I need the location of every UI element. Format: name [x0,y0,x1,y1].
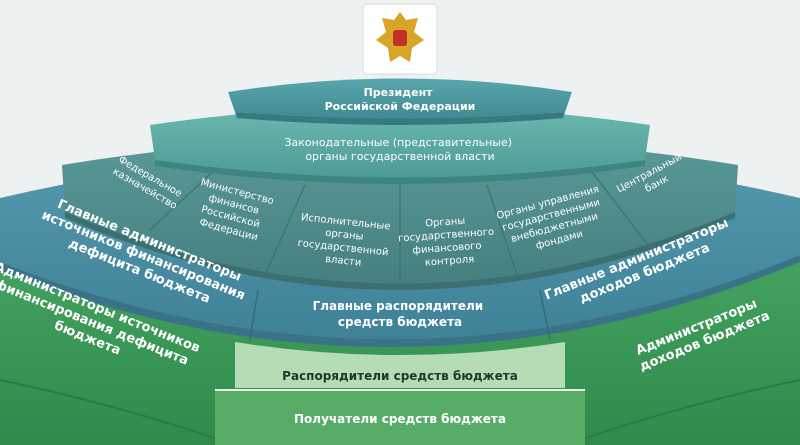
president-tier [228,78,572,125]
managers-band [235,342,565,388]
president-label: Президент Российской Федерации [325,86,476,113]
managers-label: Распорядители средств бюджета [282,369,518,383]
legislative-label: Законодательные (представительные) орган… [284,136,515,163]
recipients-band [215,389,585,445]
coat-of-arms-icon [362,3,438,75]
legislative-tier [150,106,650,184]
main-managers-label: Главные распорядители средств бюджета [313,299,488,329]
recipients-label: Получатели средств бюджета [294,412,506,426]
